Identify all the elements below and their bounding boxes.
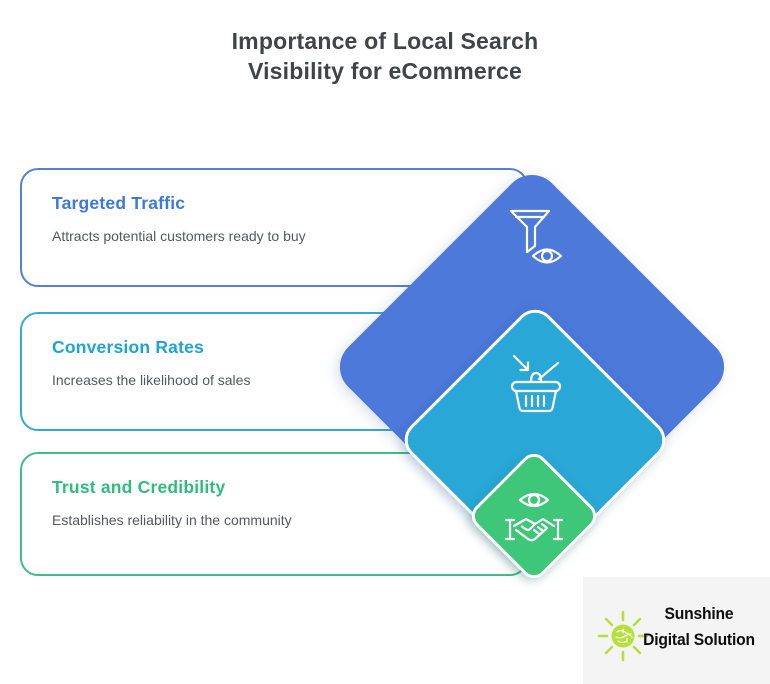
card-title-targeted-traffic: Targeted Traffic xyxy=(52,193,186,213)
funnel-eye-icon xyxy=(509,209,563,264)
logo-line2: Digital Solution xyxy=(643,630,755,649)
card-targeted-traffic: Targeted Traffic Attracts potential cust… xyxy=(20,168,528,287)
page-title-line1: Importance of Local Search xyxy=(231,28,539,54)
card-title-conversion-rates: Conversion Rates xyxy=(52,337,204,357)
page-title-line2: Visibility for eCommerce xyxy=(247,58,523,84)
handshake-eye-icon xyxy=(504,492,564,542)
card-description-targeted-traffic: Attracts potential customers ready to bu… xyxy=(52,228,306,244)
card-description-trust-credibility: Establishes reliability in the community xyxy=(52,512,292,528)
card-title-trust-credibility: Trust and Credibility xyxy=(52,477,226,497)
sun-logo-icon xyxy=(597,610,649,662)
card-description-conversion-rates: Increases the likelihood of sales xyxy=(52,372,251,388)
basket-arrow-icon xyxy=(510,354,562,413)
logo-panel: Sunshine Digital Solution xyxy=(583,577,770,684)
logo-line1: Sunshine xyxy=(664,604,734,623)
logo-wordmark: Sunshine Digital Solution xyxy=(638,601,759,653)
page-title: Importance of Local Search Visibility fo… xyxy=(0,26,770,86)
